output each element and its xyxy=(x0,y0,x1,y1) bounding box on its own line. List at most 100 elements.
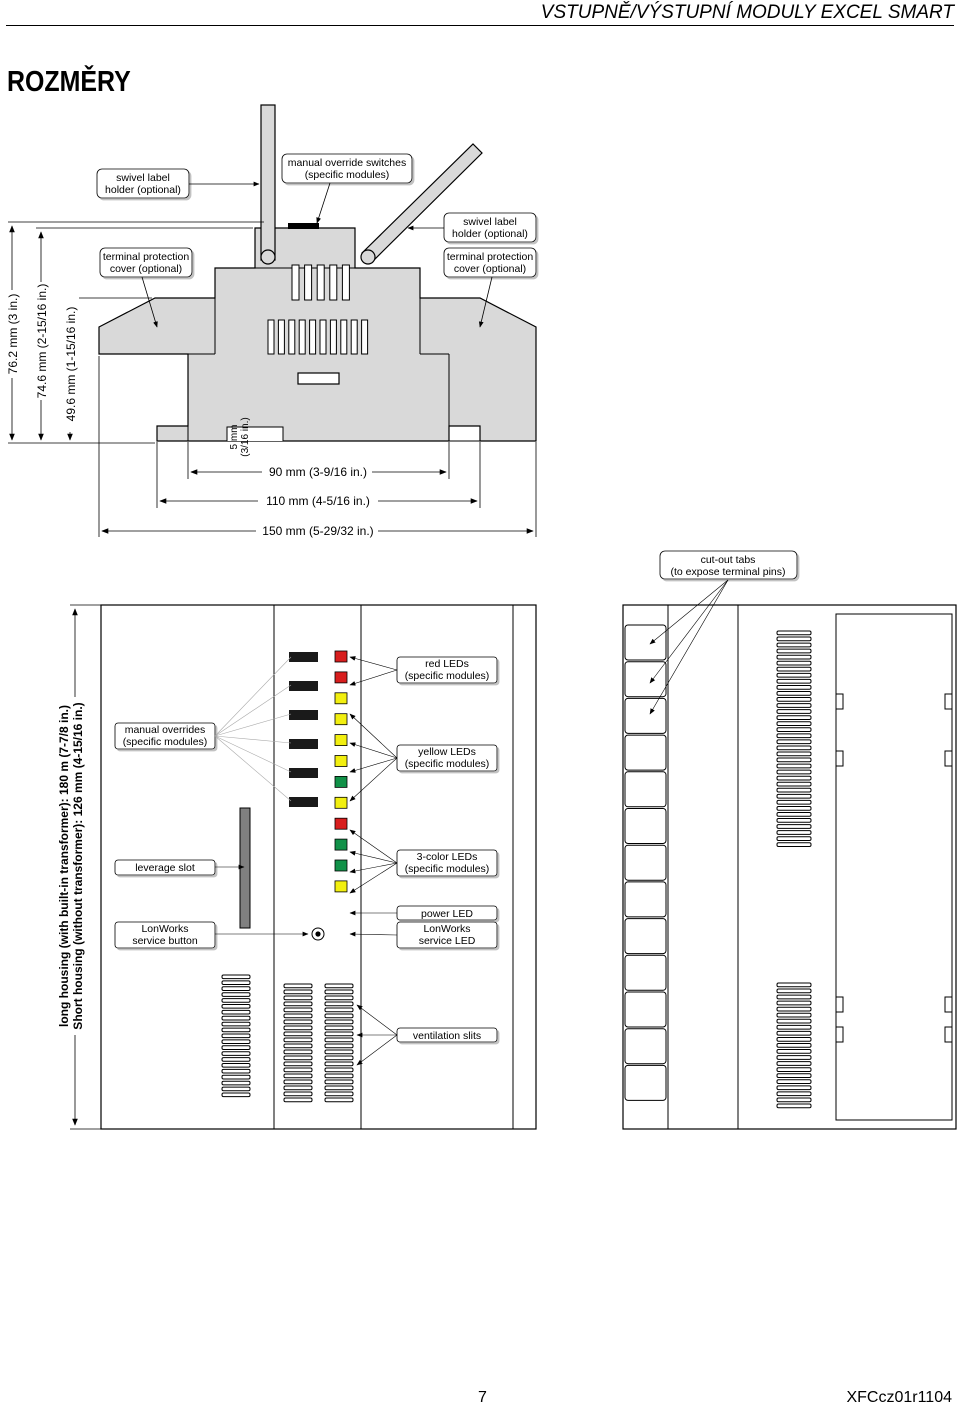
yellow-led xyxy=(334,692,348,705)
callout-manual-override-line2: (specific modules) xyxy=(305,169,390,181)
side-view-leaders xyxy=(141,181,493,328)
ventilation-slit xyxy=(283,1067,313,1073)
ventilation-slit xyxy=(324,1073,354,1079)
cutout-tab xyxy=(624,661,667,698)
document-header: VSTUPNĚ/VÝSTUPNÍ MODULY EXCEL SMART xyxy=(540,2,954,23)
callout-lonworks-button-line1: LonWorks xyxy=(141,923,188,935)
manual-override-switch xyxy=(289,652,318,662)
ventilation-slit xyxy=(221,1004,251,1009)
ventilation-slit xyxy=(324,1061,354,1067)
ventilation-slit xyxy=(324,1043,354,1049)
cutout-tab xyxy=(624,991,667,1028)
callout-manual-override-switches xyxy=(281,153,413,184)
callout-swivel-label-left-line1: swivel label xyxy=(116,172,170,184)
ventilation-slit xyxy=(776,1079,812,1085)
ventilation-slit xyxy=(776,654,812,660)
back-ventilation-slits xyxy=(776,630,812,1109)
ventilation-slit xyxy=(776,1067,812,1072)
cutout-tab xyxy=(624,844,667,881)
ventilation-slit xyxy=(776,805,812,811)
side-clip xyxy=(835,996,844,1013)
ventilation-slit xyxy=(776,648,812,654)
housing-length-long: long housing (with built-in transformer)… xyxy=(57,705,71,1027)
ventilation-slit xyxy=(324,1097,354,1103)
housing-length-short: Short housing (without transformer): 126… xyxy=(71,702,85,1029)
ventilation-slit xyxy=(283,1073,313,1079)
ventilation-slit xyxy=(776,697,812,702)
manual-override-switch xyxy=(289,710,318,720)
callout-swivel-label-right-line1: swivel label xyxy=(463,216,517,228)
ventilation-slit xyxy=(776,769,812,775)
ventilation-slit xyxy=(776,781,812,787)
callout-terminal-cover-right xyxy=(443,247,537,278)
callout-manual-override-line1: manual override switches xyxy=(288,157,406,169)
ventilation-slit xyxy=(776,994,812,1000)
ventilation-slit xyxy=(776,1103,812,1109)
dim-width-90: 90 mm (3-9/16 in.) xyxy=(269,465,367,479)
ventilation-slit xyxy=(776,636,812,642)
ventilation-slit xyxy=(776,812,812,817)
side-middle-slot xyxy=(319,319,327,355)
side-middle-slot xyxy=(350,319,358,355)
callout-leverage-slot: leverage slot xyxy=(135,862,195,874)
ventilation-slit xyxy=(776,630,812,636)
red-led xyxy=(334,650,348,663)
dim-height-mid: 74.6 mm (2-15/16 in.) xyxy=(35,284,49,399)
header-rule xyxy=(6,25,954,26)
ventilation-slit xyxy=(776,739,812,745)
ventilation-slit xyxy=(283,983,313,989)
ventilation-slit xyxy=(776,666,812,672)
dim-width-150: 150 mm (5-29/32 in.) xyxy=(262,524,373,538)
red-led xyxy=(334,671,348,684)
ventilation-slit xyxy=(324,1067,354,1073)
ventilation-slit xyxy=(324,989,354,995)
ventilation-slit xyxy=(283,1037,313,1043)
callout-terminal-cover-right-line1: terminal protection xyxy=(447,251,534,263)
cutout-tab xyxy=(624,881,667,918)
ventilation-slit xyxy=(283,989,313,995)
ventilation-slit xyxy=(221,974,251,980)
ventilation-slit xyxy=(776,715,812,720)
manual-override-switch xyxy=(289,797,318,807)
yellow-led xyxy=(334,755,348,767)
cutout-tab xyxy=(624,808,667,844)
callout-3color-leds-line1: 3-color LEDs xyxy=(417,851,478,863)
document-code: XFCcz01r1104 xyxy=(846,1389,952,1406)
ventilation-slit xyxy=(776,1055,812,1060)
callout-terminal-cover-left-line2: cover (optional) xyxy=(110,263,182,275)
callout-power-led: power LED xyxy=(421,908,473,920)
callout-lonworks-led-line1: LonWorks xyxy=(423,923,470,935)
ventilation-slit xyxy=(776,660,812,666)
dim-foot-line2: (3/16 in.) xyxy=(240,417,251,456)
ventilation-slit xyxy=(283,1061,313,1067)
side-middle-slots xyxy=(267,319,369,355)
ventilation-slit xyxy=(283,1079,313,1085)
cutout-tab xyxy=(624,918,667,955)
cutout-tab-leaders xyxy=(649,579,729,715)
ventilation-slit xyxy=(324,1085,354,1091)
dim-height-body: 49.6 mm (1-15/16 in.) xyxy=(64,307,78,422)
side-upper-slot xyxy=(304,264,313,301)
ventilation-slit xyxy=(221,1051,251,1056)
side-clip xyxy=(944,996,953,1013)
manual-override-switch xyxy=(289,681,318,691)
ventilation-slit xyxy=(221,1009,251,1015)
side-clip xyxy=(944,693,953,710)
side-middle-slot xyxy=(329,319,337,355)
ventilation-slit xyxy=(324,995,354,1001)
ventilation-slit xyxy=(776,1024,812,1030)
ventilation-slit xyxy=(776,642,812,648)
ventilation-slit xyxy=(776,1006,812,1012)
side-middle-slot xyxy=(361,319,369,355)
ventilation-slit xyxy=(324,983,354,989)
yellow-led xyxy=(334,734,348,746)
cutout-tab xyxy=(624,624,667,661)
ventilation-slit xyxy=(776,691,812,696)
ventilation-slit xyxy=(776,799,812,805)
ventilation-slit xyxy=(776,818,812,823)
callout-manual-overrides-line1: manual overrides xyxy=(125,724,206,736)
callout-yellow-leds-line2: (specific modules) xyxy=(405,758,490,770)
manual-override-switch xyxy=(289,739,318,749)
ventilation-slit xyxy=(776,1049,812,1054)
